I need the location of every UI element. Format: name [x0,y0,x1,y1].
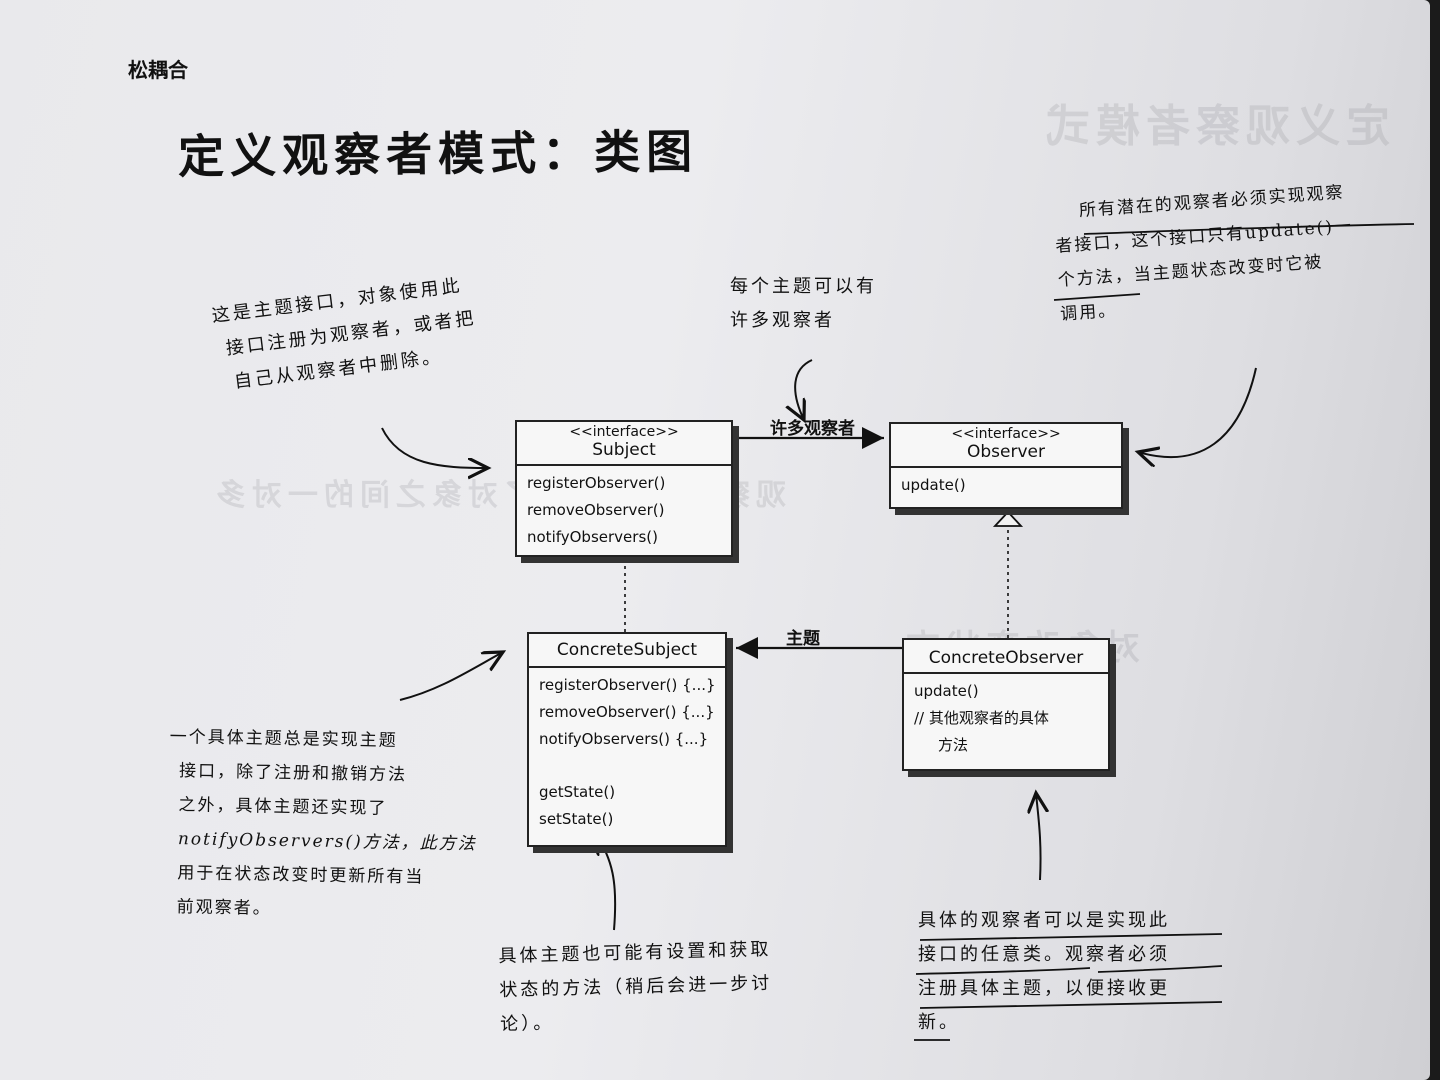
note-observer-interface: 所有潜在的观察者必须实现观察 者接口，这个接口只有update()一 个方法，当… [1052,175,1359,331]
annotation-arrow-concrete-subject [399,652,503,701]
note-concrete-subject: 一个具体主题总是实现主题 接口，除了注册和撤销方法 之外，具体主题还实现了 no… [166,720,478,929]
note-line: 之外，具体主题还实现了 [178,795,388,819]
note-state-methods: 具体主题也可能有设置和获取 状态的方法（稍后会进一步讨 论）。 [498,933,774,1042]
method: notifyObservers() [527,528,658,546]
note-many-observers: 每个主题可以有 许多观察者 [730,270,877,338]
note-line: 接口的任意类。观察者必须 [918,944,1170,965]
note-line: 许多观察者 [730,310,835,331]
method-list: update() [891,468,1121,507]
class-name: ConcreteSubject [556,640,698,660]
method-list: registerObserver() removeObserver() noti… [517,466,731,555]
annotation-arrow-observer [1138,367,1257,457]
note-line: 接口，除了注册和撤销方法 [178,761,408,786]
note-line: 每个主题可以有 [730,276,877,297]
class-name: ConcreteObserver [928,648,1084,668]
method: setState() [539,810,614,828]
note-underline [1053,293,1141,301]
note-line: 注册具体主题，以便接收更 [918,978,1170,999]
note-line: 一个具体主题总是实现主题 [169,726,398,751]
note-line: 新。 [918,1012,960,1033]
class-concrete-subject: ConcreteSubject registerObserver() {...}… [527,632,727,847]
annotation-arrow-many [795,359,813,420]
stereotype-label: <<interface>> [951,426,1061,442]
method-list: update() // 其他观察者的具体 方法 [904,674,1108,769]
annotation-arrow-subject [381,427,488,468]
class-header: <<interface>> Subject [517,422,731,466]
annotation-arrow-concrete-observer [1036,793,1041,881]
note-underline [919,1001,1223,1009]
realization-triangle-observer [992,510,1024,527]
method-gap [539,753,715,779]
note-underline [1083,223,1415,235]
method: registerObserver() {...} [539,676,716,694]
method: getState() [539,783,616,801]
section-label: 松耦合 [128,58,188,82]
class-observer: <<interface>> Observer update() [889,422,1123,509]
method: update() [901,476,966,494]
class-header: <<interface>> Observer [891,424,1121,468]
association-label-many-observers: 许多观察者 [770,419,855,439]
note-underline [915,967,1091,975]
class-header: ConcreteSubject [529,634,725,668]
note-line: 状态的方法（稍后会进一步讨 [499,972,773,1001]
note-underline [1097,965,1223,973]
method-comment: 方法 [938,736,969,754]
method: registerObserver() [527,474,666,492]
class-subject: <<interface>> Subject registerObserver()… [515,420,733,557]
method-comment: // 其他观察者的具体 [914,709,1049,727]
note-line: 具体的观察者可以是实现此 [918,910,1170,931]
note-line: 用于在状态改变时更新所有当 [177,863,425,888]
note-concrete-observer: 具体的观察者可以是实现此 接口的任意类。观察者必须 注册具体主题，以便接收更 新… [918,904,1170,1040]
method: removeObserver() [527,501,665,519]
note-underline [919,933,1223,941]
class-name: Observer [967,442,1045,462]
note-line: notifyObservers()方法，此方法 [177,829,477,855]
stereotype-label: <<interface>> [569,424,679,440]
note-line: 前观察者。 [176,897,272,919]
association-label-subject: 主题 [786,629,820,649]
class-header: ConcreteObserver [904,640,1108,674]
method: removeObserver() {...} [539,703,715,721]
class-concrete-observer: ConcreteObserver update() // 其他观察者的具体 方法 [902,638,1110,771]
class-name: Subject [592,440,656,460]
method-list: registerObserver() {...} removeObserver(… [529,668,725,845]
method: update() [914,682,979,700]
method-gap [539,833,715,841]
annotation-arrow-state [596,834,617,931]
method: notifyObservers() {...} [539,730,709,748]
note-line: 论）。 [499,1012,555,1035]
